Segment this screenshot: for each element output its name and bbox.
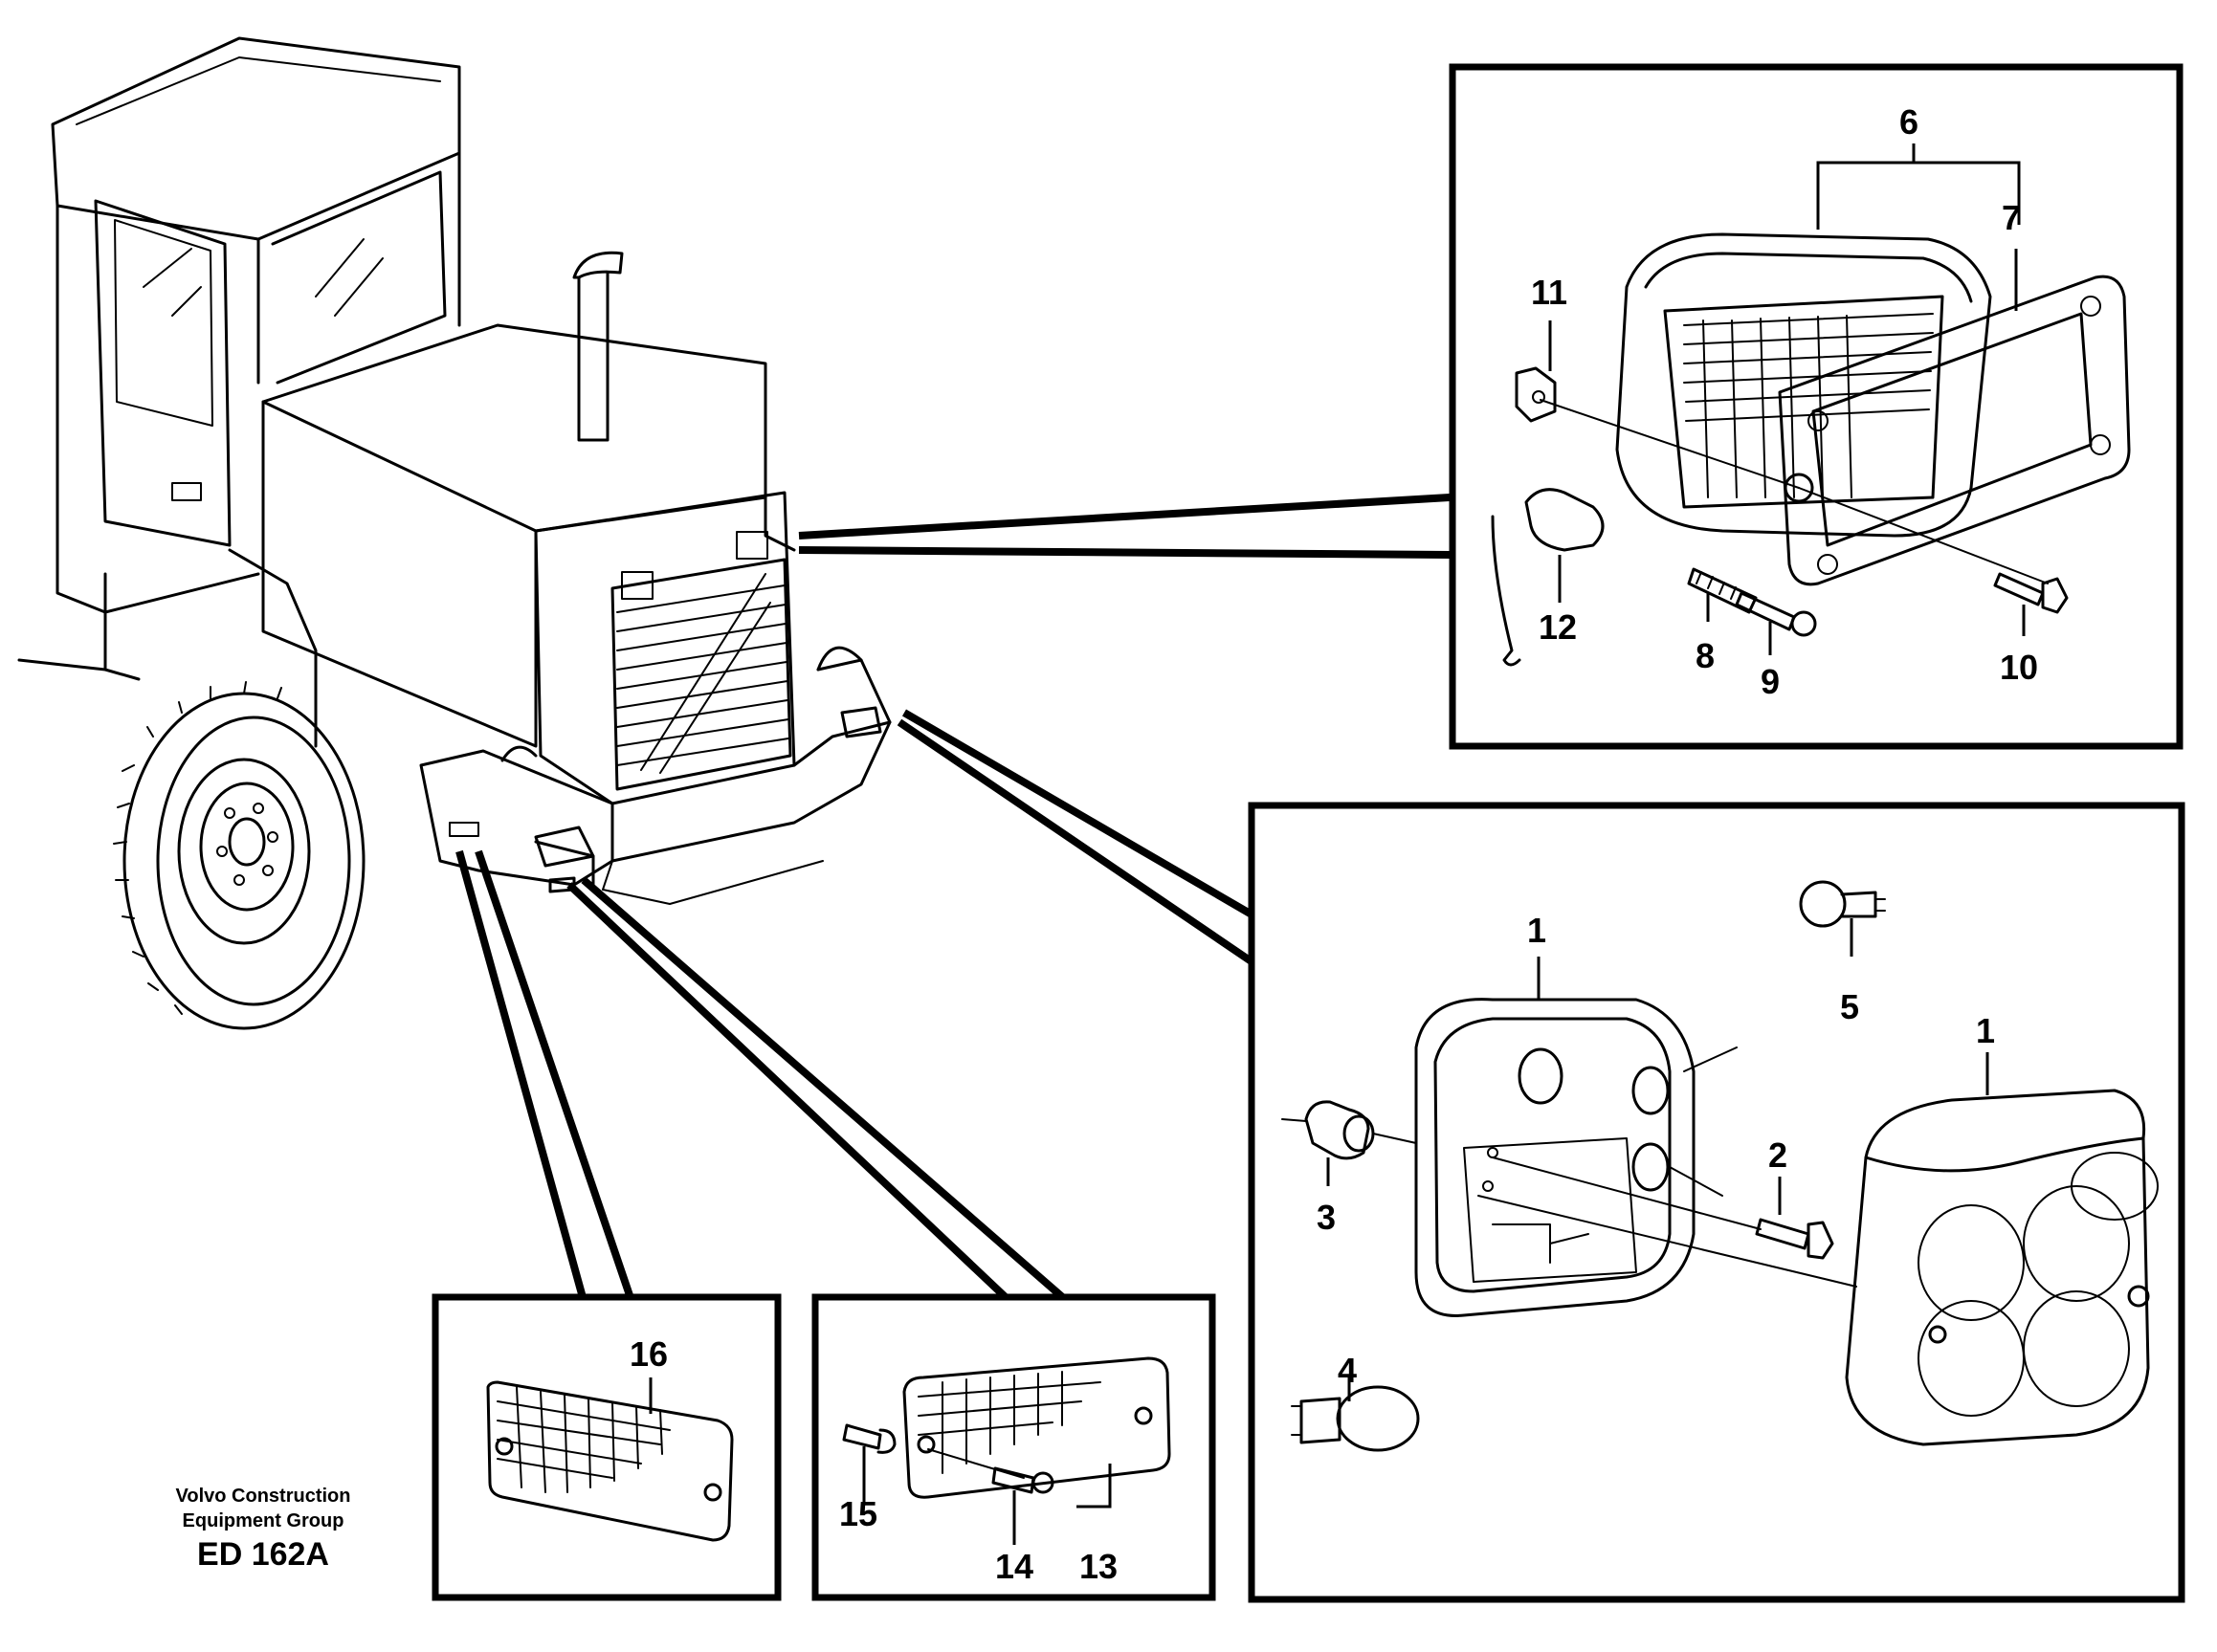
detail-box-headlamp	[1449, 63, 2184, 750]
label-9: 9	[1761, 662, 1780, 701]
detail-box-side-lamp	[811, 1293, 1216, 1601]
label-6: 6	[1899, 102, 1918, 142]
label-12: 12	[1539, 607, 1577, 647]
label-16: 16	[630, 1334, 668, 1374]
label-3: 3	[1317, 1198, 1336, 1237]
label-13: 13	[1079, 1547, 1118, 1586]
label-4: 4	[1338, 1351, 1357, 1390]
label-7: 7	[2002, 198, 2021, 237]
footer: Volvo Construction Equipment Group ED 16…	[176, 1486, 351, 1573]
callout-leader-lines	[455, 494, 1451, 1305]
wheel-loader-drawing	[17, 36, 892, 1030]
label-15: 15	[839, 1494, 877, 1533]
label-1-lens: 1	[1976, 1011, 1995, 1050]
callout-numbers: 6 7 8 9 10 11 12 1 1 2 3 4 5 16 13 14 15	[630, 102, 2038, 1586]
label-5: 5	[1840, 987, 1859, 1026]
label-1-housing: 1	[1527, 911, 1546, 950]
label-11: 11	[1531, 273, 1567, 312]
company-line-1: Volvo Construction	[176, 1486, 351, 1507]
label-2: 2	[1768, 1135, 1787, 1175]
detail-box-indicator	[1248, 802, 2185, 1603]
label-10: 10	[2000, 648, 2038, 687]
label-8: 8	[1696, 636, 1715, 675]
company-line-2: Equipment Group	[183, 1510, 344, 1531]
drawing-id: ED 162A	[197, 1536, 329, 1573]
detail-box-reflector	[432, 1293, 782, 1601]
label-14: 14	[995, 1547, 1033, 1586]
